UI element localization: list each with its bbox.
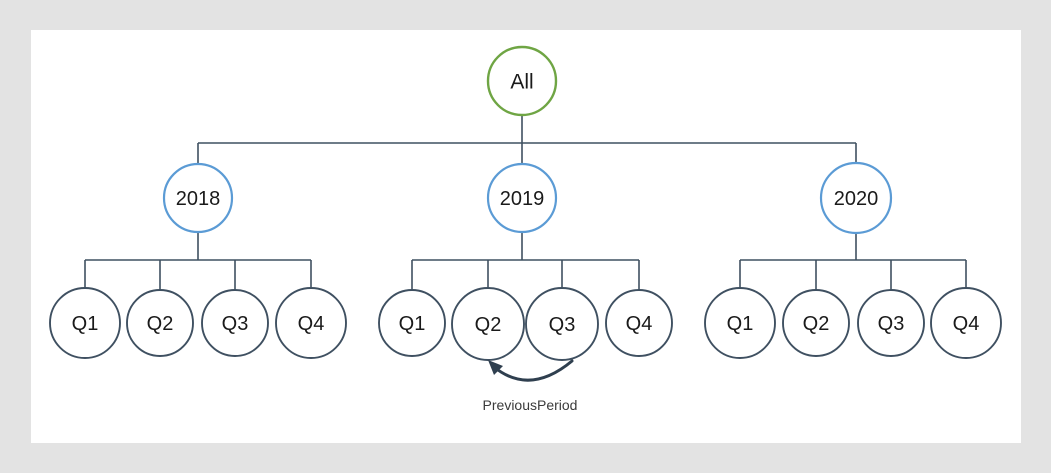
node-2018-q4-label: Q4 <box>298 313 325 335</box>
node-year-2019-circle[interactable] <box>486 162 558 234</box>
node-all-circle[interactable] <box>486 45 558 117</box>
node-all[interactable]: All <box>486 45 558 117</box>
node-2020-q3-label: Q3 <box>878 313 905 335</box>
node-2020-q1-circle[interactable] <box>704 287 776 359</box>
node-year-2020-label: 2020 <box>834 188 879 210</box>
node-year-2020[interactable]: 2020 <box>819 161 893 235</box>
node-2018-q1-circle[interactable] <box>49 287 121 359</box>
node-all-label: All <box>510 71 533 94</box>
node-year-2020-circle[interactable] <box>819 161 893 235</box>
node-2019-q3[interactable]: Q3 <box>525 287 599 361</box>
node-2018-q4-circle[interactable] <box>275 287 347 359</box>
node-2020-q3-circle[interactable] <box>857 289 925 357</box>
node-2018-q2[interactable]: Q2 <box>126 289 194 357</box>
node-2019-q1-circle[interactable] <box>378 289 446 357</box>
node-2019-q3-circle[interactable] <box>525 287 599 361</box>
node-2018-q2-label: Q2 <box>147 313 174 335</box>
node-2018-q3[interactable]: Q3 <box>201 289 269 357</box>
node-2020-q4-circle[interactable] <box>930 287 1002 359</box>
node-2018-q1-label: Q1 <box>72 313 99 335</box>
node-2020-q1[interactable]: Q1 <box>704 287 776 359</box>
node-2019-q4-circle[interactable] <box>605 289 673 357</box>
node-2020-q2-circle[interactable] <box>782 289 850 357</box>
node-2018-q4[interactable]: Q4 <box>275 287 347 359</box>
node-year-2018[interactable]: 2018 <box>162 162 234 234</box>
node-2019-q1[interactable]: Q1 <box>378 289 446 357</box>
node-2019-q2[interactable]: Q2 <box>451 287 525 361</box>
node-2018-q2-circle[interactable] <box>126 289 194 357</box>
node-2019-q4[interactable]: Q4 <box>605 289 673 357</box>
previous-period-annotation: PreviousPeriod <box>483 359 578 413</box>
node-2018-q3-label: Q3 <box>222 313 249 335</box>
year-2019-connectors <box>411 232 640 290</box>
node-2018-q1[interactable]: Q1 <box>49 287 121 359</box>
root-connectors <box>197 115 857 164</box>
node-2020-q4-label: Q4 <box>953 313 980 335</box>
node-2020-q4[interactable]: Q4 <box>930 287 1002 359</box>
node-2019-q3-label: Q3 <box>549 314 576 336</box>
node-year-2018-label: 2018 <box>176 188 221 210</box>
node-2020-q2-label: Q2 <box>803 313 830 335</box>
node-2019-q4-label: Q4 <box>626 313 653 335</box>
node-2020-q2[interactable]: Q2 <box>782 289 850 357</box>
previous-period-arrowhead <box>488 360 503 375</box>
node-year-2018-circle[interactable] <box>162 162 234 234</box>
node-2019-q2-label: Q2 <box>475 314 502 336</box>
node-2020-q3[interactable]: Q3 <box>857 289 925 357</box>
previous-period-arrow-curve <box>492 359 574 382</box>
year-2018-connectors <box>84 232 312 290</box>
previous-period-label: PreviousPeriod <box>483 397 578 413</box>
node-year-2019[interactable]: 2019 <box>486 162 558 234</box>
year-2020-connectors <box>739 233 967 290</box>
node-2018-q3-circle[interactable] <box>201 289 269 357</box>
node-2019-q1-label: Q1 <box>399 313 426 335</box>
node-year-2019-label: 2019 <box>500 188 545 210</box>
node-2020-q1-label: Q1 <box>727 313 754 335</box>
